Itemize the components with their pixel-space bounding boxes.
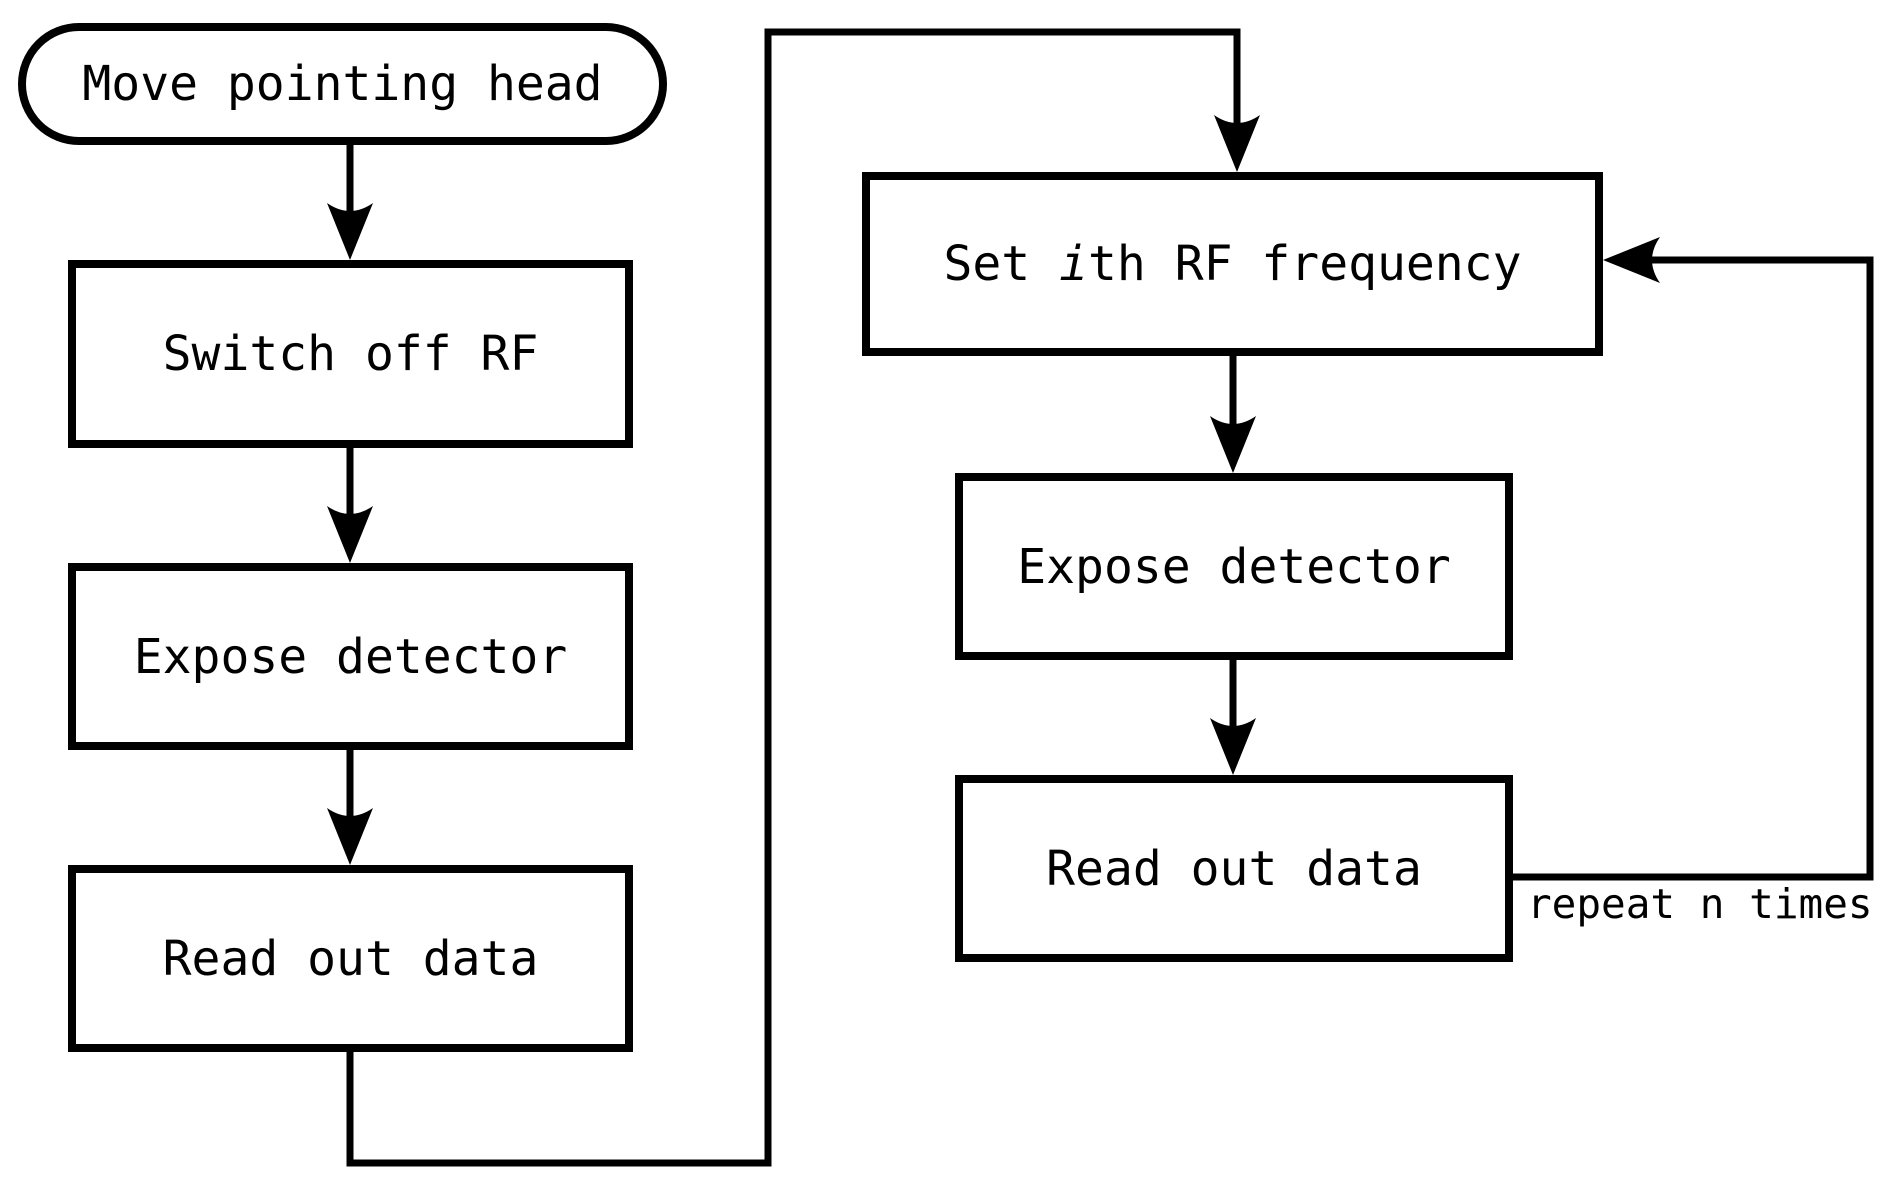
node-expose-detector-left-label: Expose detector <box>133 628 568 685</box>
node-set-ith-rf-frequency-suffix: th RF frequency <box>1088 236 1522 292</box>
arrowhead-set-rf-to-expose-right <box>1210 416 1256 473</box>
node-switch-off-rf-label: Switch off RF <box>162 326 539 382</box>
arrowhead-read-left-to-set-rf <box>1214 115 1260 172</box>
node-expose-detector-right: Expose detector <box>955 473 1513 660</box>
node-read-out-data-right: Read out data <box>955 775 1513 962</box>
node-expose-detector-right-label: Expose detector <box>1017 538 1451 595</box>
node-set-ith-rf-frequency-prefix: Set <box>943 236 1060 292</box>
arrowhead-switch-to-expose-left <box>327 506 373 563</box>
node-set-ith-rf-frequency-emphasis: i <box>1059 236 1088 292</box>
repeat-loop-label: repeat n times <box>1527 880 1873 928</box>
arrowhead-start-to-switch <box>327 203 373 260</box>
node-read-out-data-left-label: Read out data <box>162 930 539 987</box>
edge-read-left-to-set-rf <box>346 28 1241 1167</box>
arrowhead-expose-left-to-read-left <box>327 808 373 865</box>
node-move-pointing-head: Move pointing head <box>18 23 667 145</box>
node-read-out-data-left: Read out data <box>68 865 633 1052</box>
node-switch-off-rf: Switch off RF <box>68 260 633 448</box>
arrowhead-expose-right-to-read-right <box>1210 718 1256 775</box>
edge-repeat-loop <box>1513 256 1874 881</box>
node-read-out-data-right-label: Read out data <box>1046 840 1422 897</box>
node-move-pointing-head-label: Move pointing head <box>82 56 603 112</box>
arrowhead-repeat-loop <box>1603 237 1660 283</box>
node-expose-detector-left: Expose detector <box>68 563 633 750</box>
